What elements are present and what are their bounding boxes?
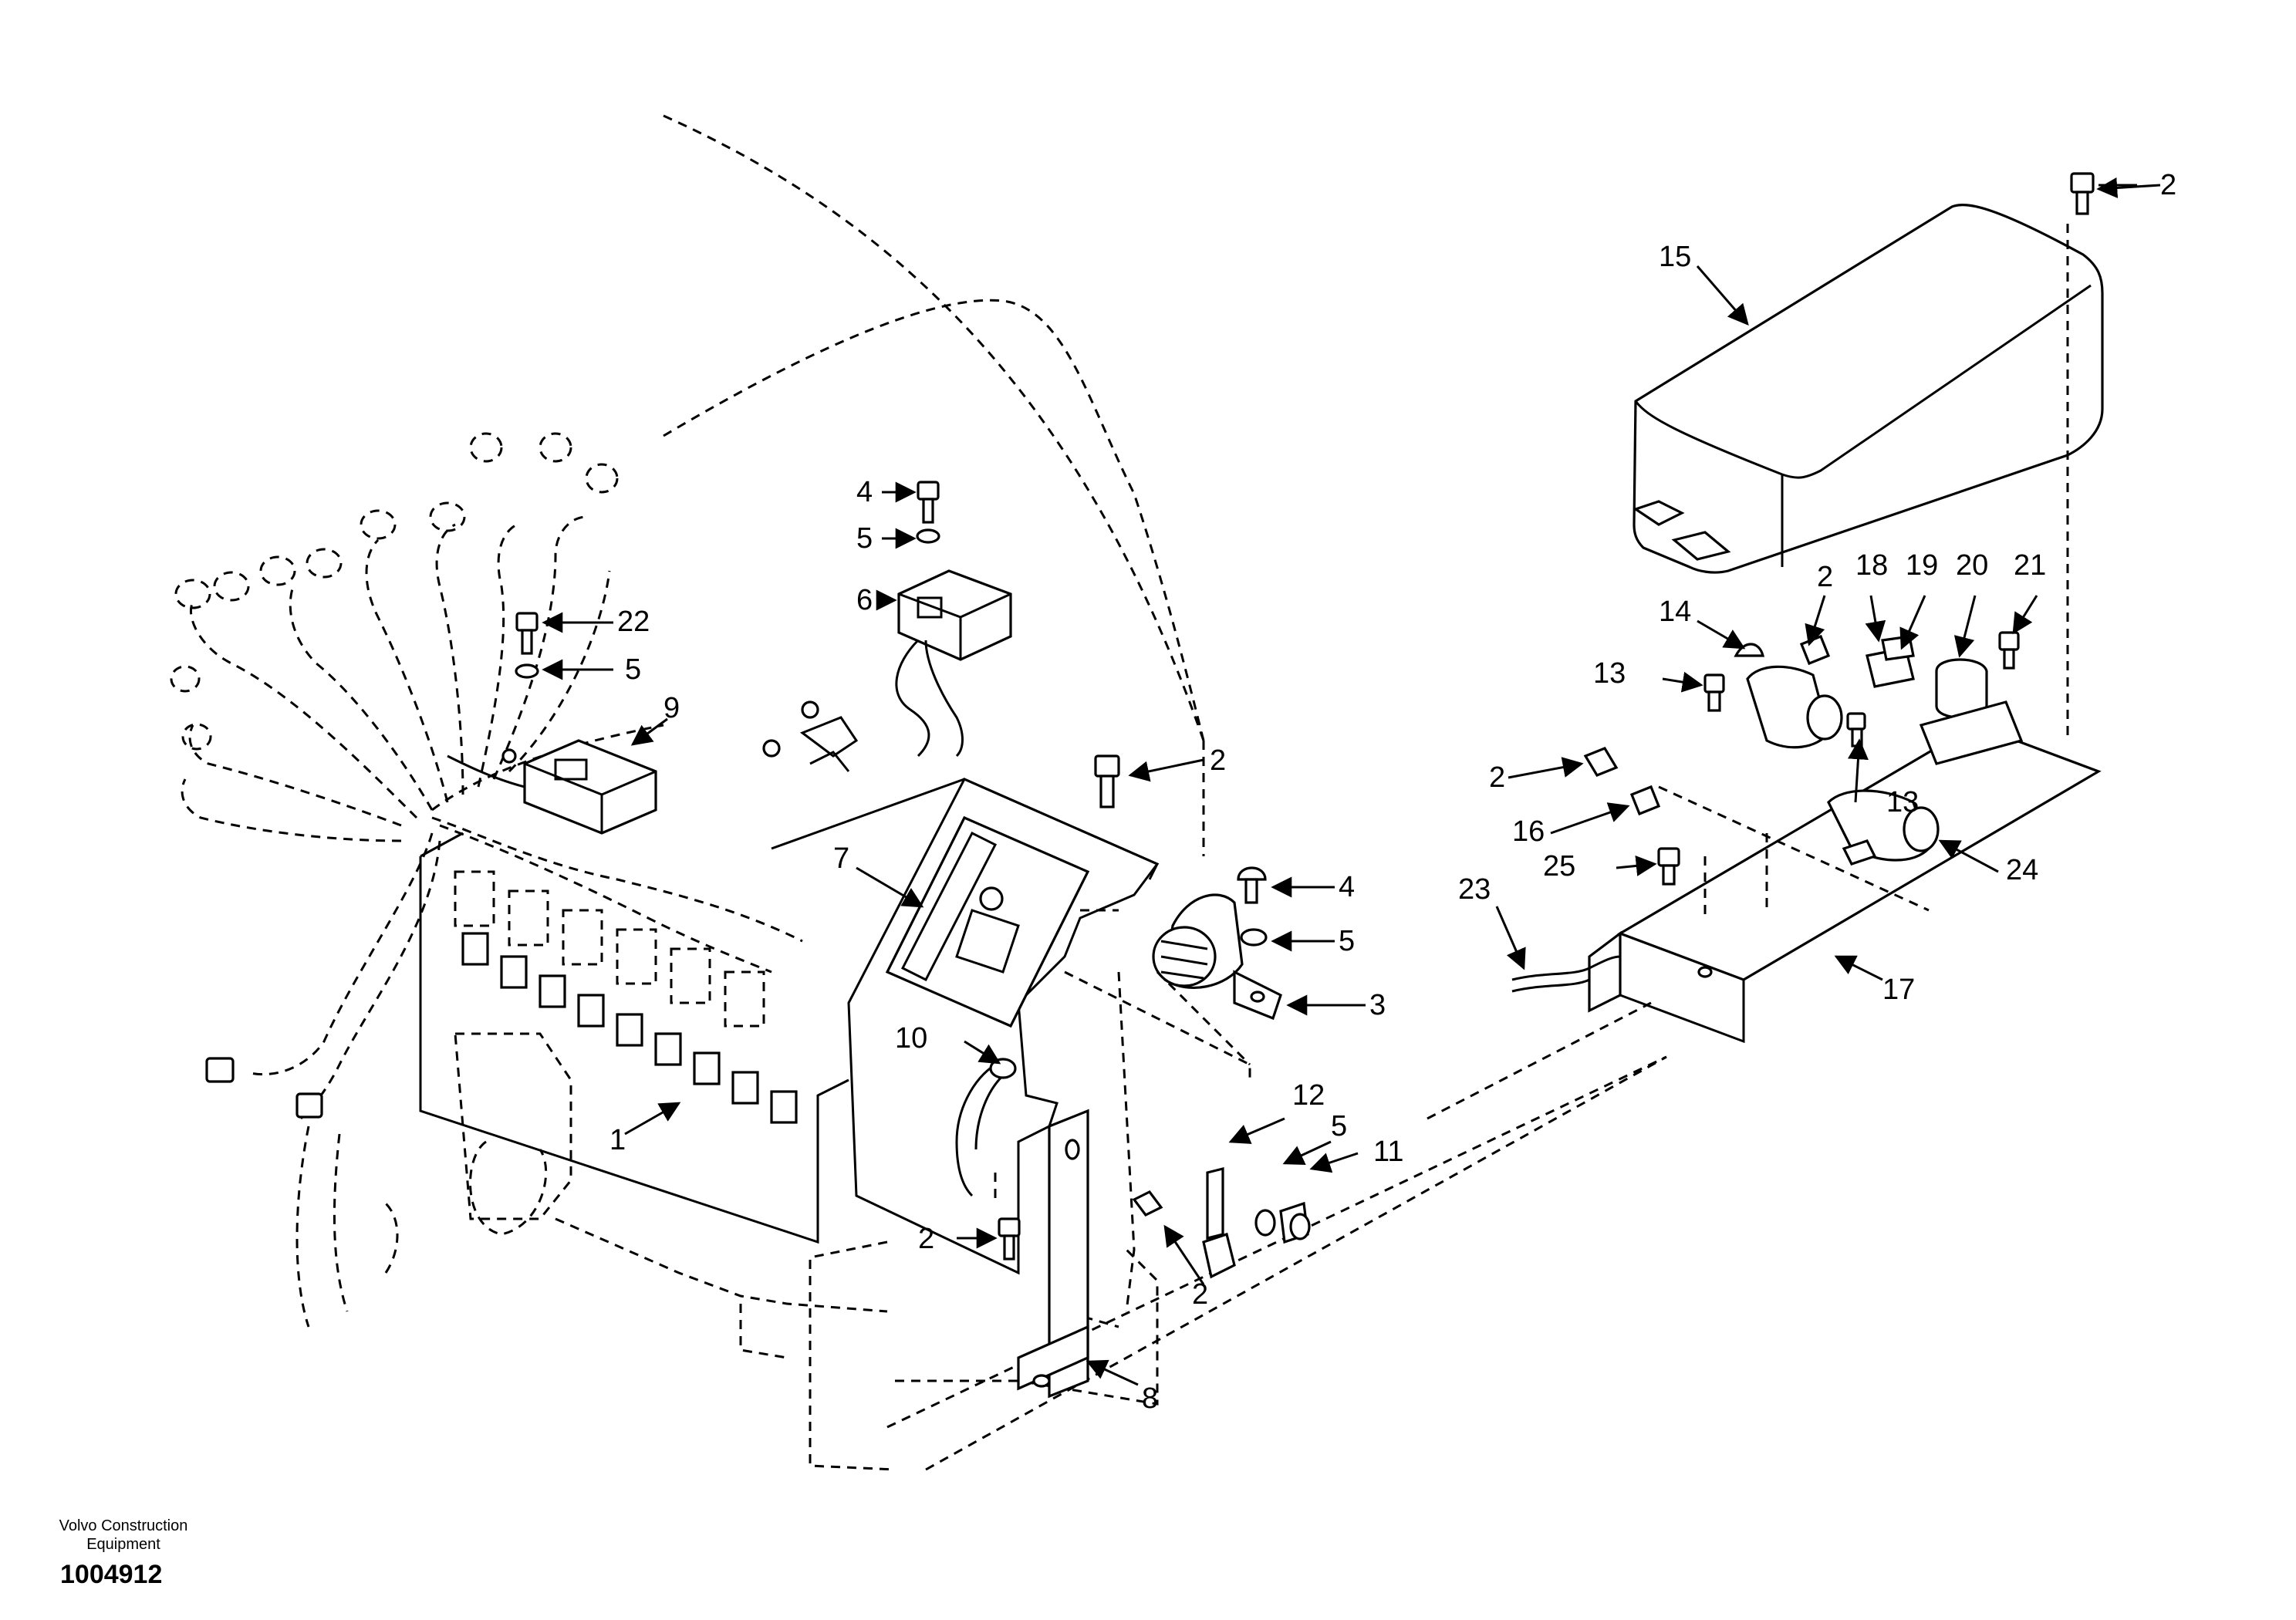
callout-21: 21 [2014, 549, 2046, 582]
brand-caption: Volvo Construction Equipment [31, 1517, 216, 1554]
brand-line-2: Equipment [86, 1536, 160, 1553]
wire-harness [170, 432, 803, 1328]
callout-5: 5 [1331, 1110, 1347, 1142]
callout-1: 1 [609, 1124, 626, 1156]
callout-25: 25 [1543, 850, 1575, 883]
callout-23: 23 [1458, 873, 1491, 906]
callout-12: 12 [1292, 1079, 1325, 1112]
controller-units [447, 569, 1012, 835]
callout-4: 4 [856, 476, 873, 508]
fuse-panel [419, 778, 1160, 1244]
callout-5: 5 [1339, 925, 1355, 957]
brand-line-1: Volvo Construction [59, 1517, 188, 1534]
callout-9: 9 [663, 692, 680, 724]
callout-10: 10 [895, 1022, 927, 1055]
callout-20: 20 [1956, 549, 1988, 582]
callout-5: 5 [856, 522, 873, 555]
switch-assembly [1202, 1166, 1311, 1279]
document-number: 1004912 [60, 1560, 163, 1589]
battery-assembly [1511, 172, 2104, 1044]
callout-19: 19 [1906, 549, 1938, 582]
callout-2: 2 [1192, 1278, 1208, 1311]
callout-14: 14 [1659, 596, 1691, 628]
horn [1152, 866, 1282, 1021]
callout-24: 24 [2006, 854, 2038, 886]
callout-6: 6 [856, 584, 873, 616]
callout-5: 5 [625, 653, 641, 686]
machine-outline [454, 114, 1667, 1471]
callout-22: 22 [617, 606, 650, 638]
callout-4: 4 [1339, 871, 1355, 903]
callout-7: 7 [833, 842, 849, 875]
callout-2: 2 [1210, 744, 1226, 777]
callout-3: 3 [1369, 989, 1386, 1021]
callout-13: 13 [1593, 657, 1626, 690]
callout-13: 13 [1886, 786, 1919, 818]
callout-8: 8 [1142, 1382, 1158, 1415]
callout-15: 15 [1659, 241, 1691, 273]
leader-lines [542, 177, 2161, 1386]
fasteners [515, 481, 1163, 1261]
callout-labels: 1 2 2 2 2 2 2 3 4 4 5 5 5 5 6 7 8 9 10 1… [609, 169, 2176, 1415]
callout-11: 11 [1373, 1136, 1403, 1168]
bracket-assembly [847, 778, 1160, 1399]
callout-2: 2 [2160, 169, 2176, 201]
callout-2: 2 [1489, 761, 1505, 794]
callout-17: 17 [1882, 974, 1915, 1006]
callout-2: 2 [1817, 561, 1833, 593]
callout-2: 2 [918, 1223, 934, 1255]
callout-18: 18 [1855, 549, 1888, 582]
callout-16: 16 [1512, 815, 1545, 848]
